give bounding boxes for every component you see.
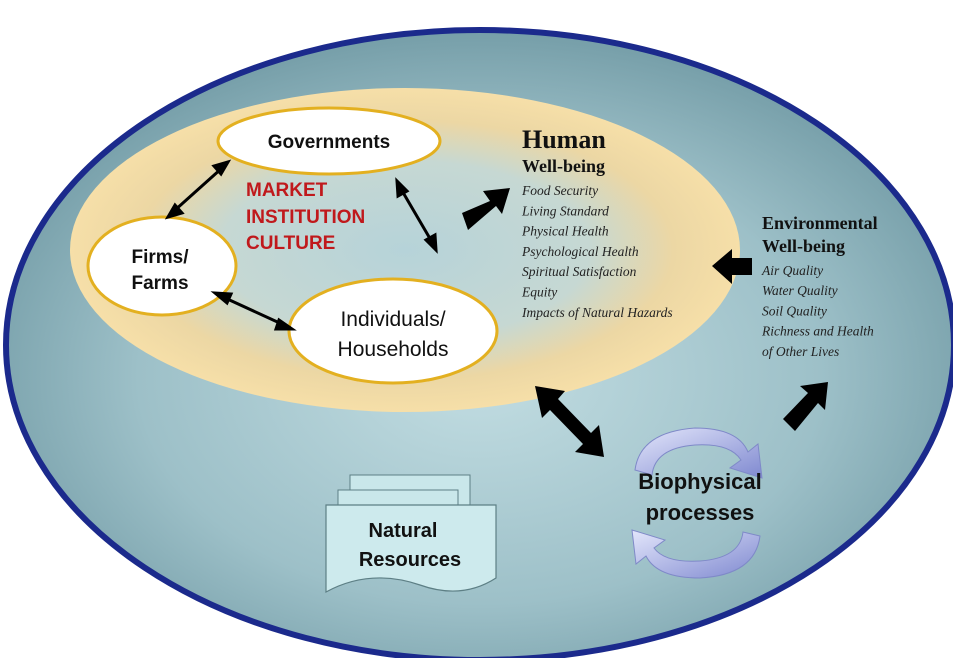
cycle-arrows-icon xyxy=(631,427,763,579)
gov-individuals-arrow xyxy=(395,177,438,254)
bio-to-env-arrow xyxy=(783,382,828,431)
to-human-wellbeing-arrow xyxy=(462,188,510,230)
natural-resources-icon xyxy=(325,474,497,594)
env-item-1: Water Quality xyxy=(762,283,838,298)
env-item-3: Richness and Health xyxy=(761,324,874,339)
firms-label-line2: Farms xyxy=(131,273,188,294)
natural-resources-line2: Resources xyxy=(359,549,461,571)
env-title: Environmental xyxy=(762,213,878,233)
firms-label-line1: Firms/ xyxy=(131,247,189,268)
governments-label: Governments xyxy=(268,132,390,153)
natural-resources-line1: Natural xyxy=(369,520,438,542)
env-subtitle: Well-being xyxy=(762,236,845,256)
human-item-6: Impacts of Natural Hazards xyxy=(521,305,673,320)
human-item-1: Living Standard xyxy=(521,203,609,218)
human-item-2: Physical Health xyxy=(521,224,609,239)
env-item-0: Air Quality xyxy=(761,263,823,278)
individuals-label-line1: Individuals/ xyxy=(340,308,445,331)
human-title: Human xyxy=(522,125,606,154)
env-to-human-arrow xyxy=(712,249,752,284)
biophysical-line2: processes xyxy=(646,500,755,525)
individuals-households-node xyxy=(287,277,499,385)
env-item-2: Soil Quality xyxy=(762,303,827,318)
human-item-3: Psychological Health xyxy=(521,244,639,259)
context-culture: CULTURE xyxy=(246,233,335,254)
inner-ellipse xyxy=(70,88,740,412)
human-item-4: Spiritual Satisfaction xyxy=(522,264,637,279)
env-item-4: of Other Lives xyxy=(762,344,839,359)
biophysical-line1: Biophysical xyxy=(638,469,761,494)
context-market: MARKET xyxy=(246,180,328,201)
human-item-5: Equity xyxy=(521,285,557,300)
human-bio-double-arrow xyxy=(535,386,604,457)
context-institution: INSTITUTION xyxy=(246,207,365,228)
human-item-0: Food Security xyxy=(521,183,598,198)
human-subtitle: Well-being xyxy=(522,156,605,176)
governments-node xyxy=(216,106,442,176)
firms-individuals-arrow xyxy=(210,291,297,331)
gov-firms-arrow xyxy=(164,159,232,220)
individuals-label-line2: Households xyxy=(338,338,449,361)
firms-farms-node xyxy=(86,215,238,317)
